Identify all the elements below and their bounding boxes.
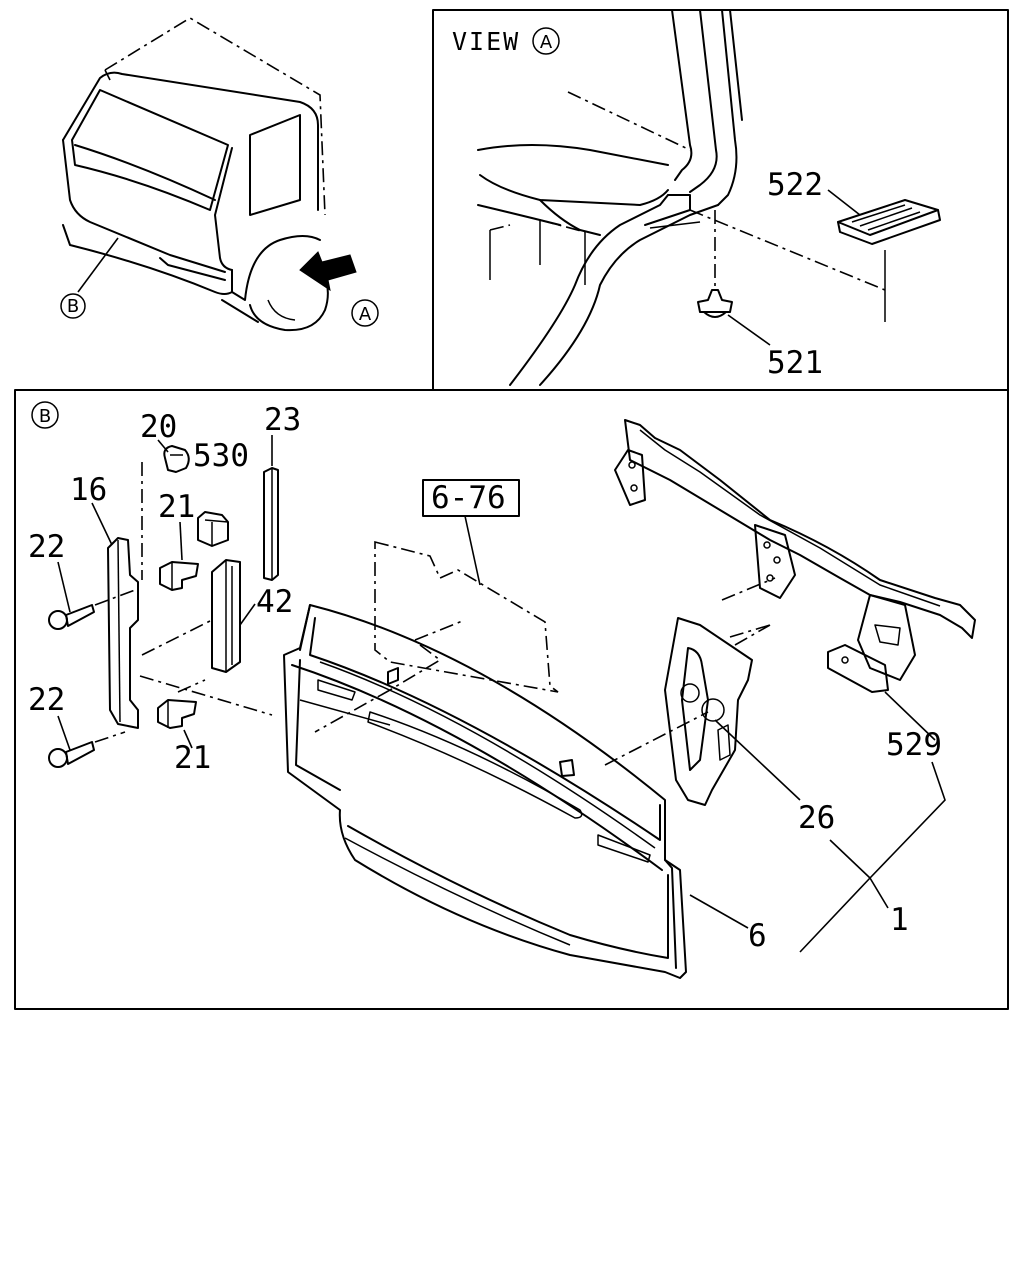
marker-b-label: B [67, 296, 79, 317]
channel-42 [139, 559, 273, 716]
view-a-step-area [477, 9, 941, 386]
label-21-top: 21 [158, 489, 195, 525]
label-522: 522 [767, 167, 823, 203]
view-a-circle [532, 27, 560, 55]
grille-panel-6 [283, 604, 749, 979]
label-530: 530 [193, 438, 249, 474]
detail-b-frame [14, 389, 1009, 1010]
view-a-frame [432, 9, 1009, 391]
label-16: 16 [70, 472, 107, 508]
label-22-bottom: 22 [28, 682, 65, 718]
panel-6-76 [314, 515, 559, 733]
view-a-prefix: VIEW [452, 27, 520, 56]
detail-b-marker: B [39, 406, 51, 427]
truck-cab-overview [62, 17, 357, 332]
screw-22-bottom [48, 715, 126, 768]
label-20: 20 [140, 409, 177, 445]
detail-b-circle [31, 401, 59, 429]
label-22-top: 22 [28, 529, 65, 565]
bracket-16 [91, 462, 143, 729]
label-1: 1 [890, 902, 909, 938]
member-529 [614, 419, 976, 741]
block-530 [197, 511, 229, 547]
marker-a-label: A [359, 304, 372, 325]
label-26: 26 [798, 800, 835, 836]
screw-22-top [48, 561, 136, 630]
strip-23 [263, 435, 279, 581]
marker-b-circle [60, 293, 86, 319]
ref-box-6-76 [422, 479, 520, 517]
label-6-76: 6-76 [431, 480, 506, 516]
clip-20 [157, 439, 190, 473]
marker-a-circle [351, 299, 379, 327]
label-21-bottom: 21 [174, 740, 211, 776]
label-521: 521 [767, 345, 823, 381]
clip-21-top [159, 521, 199, 591]
label-529: 529 [886, 727, 942, 763]
assembly-1-leaders [799, 761, 946, 953]
label-42: 42 [256, 584, 293, 620]
label-23: 23 [264, 402, 301, 438]
clip-21-bottom [157, 699, 197, 749]
view-a-marker: A [540, 32, 553, 53]
bracket-26 [604, 617, 801, 806]
label-6: 6 [748, 918, 767, 954]
